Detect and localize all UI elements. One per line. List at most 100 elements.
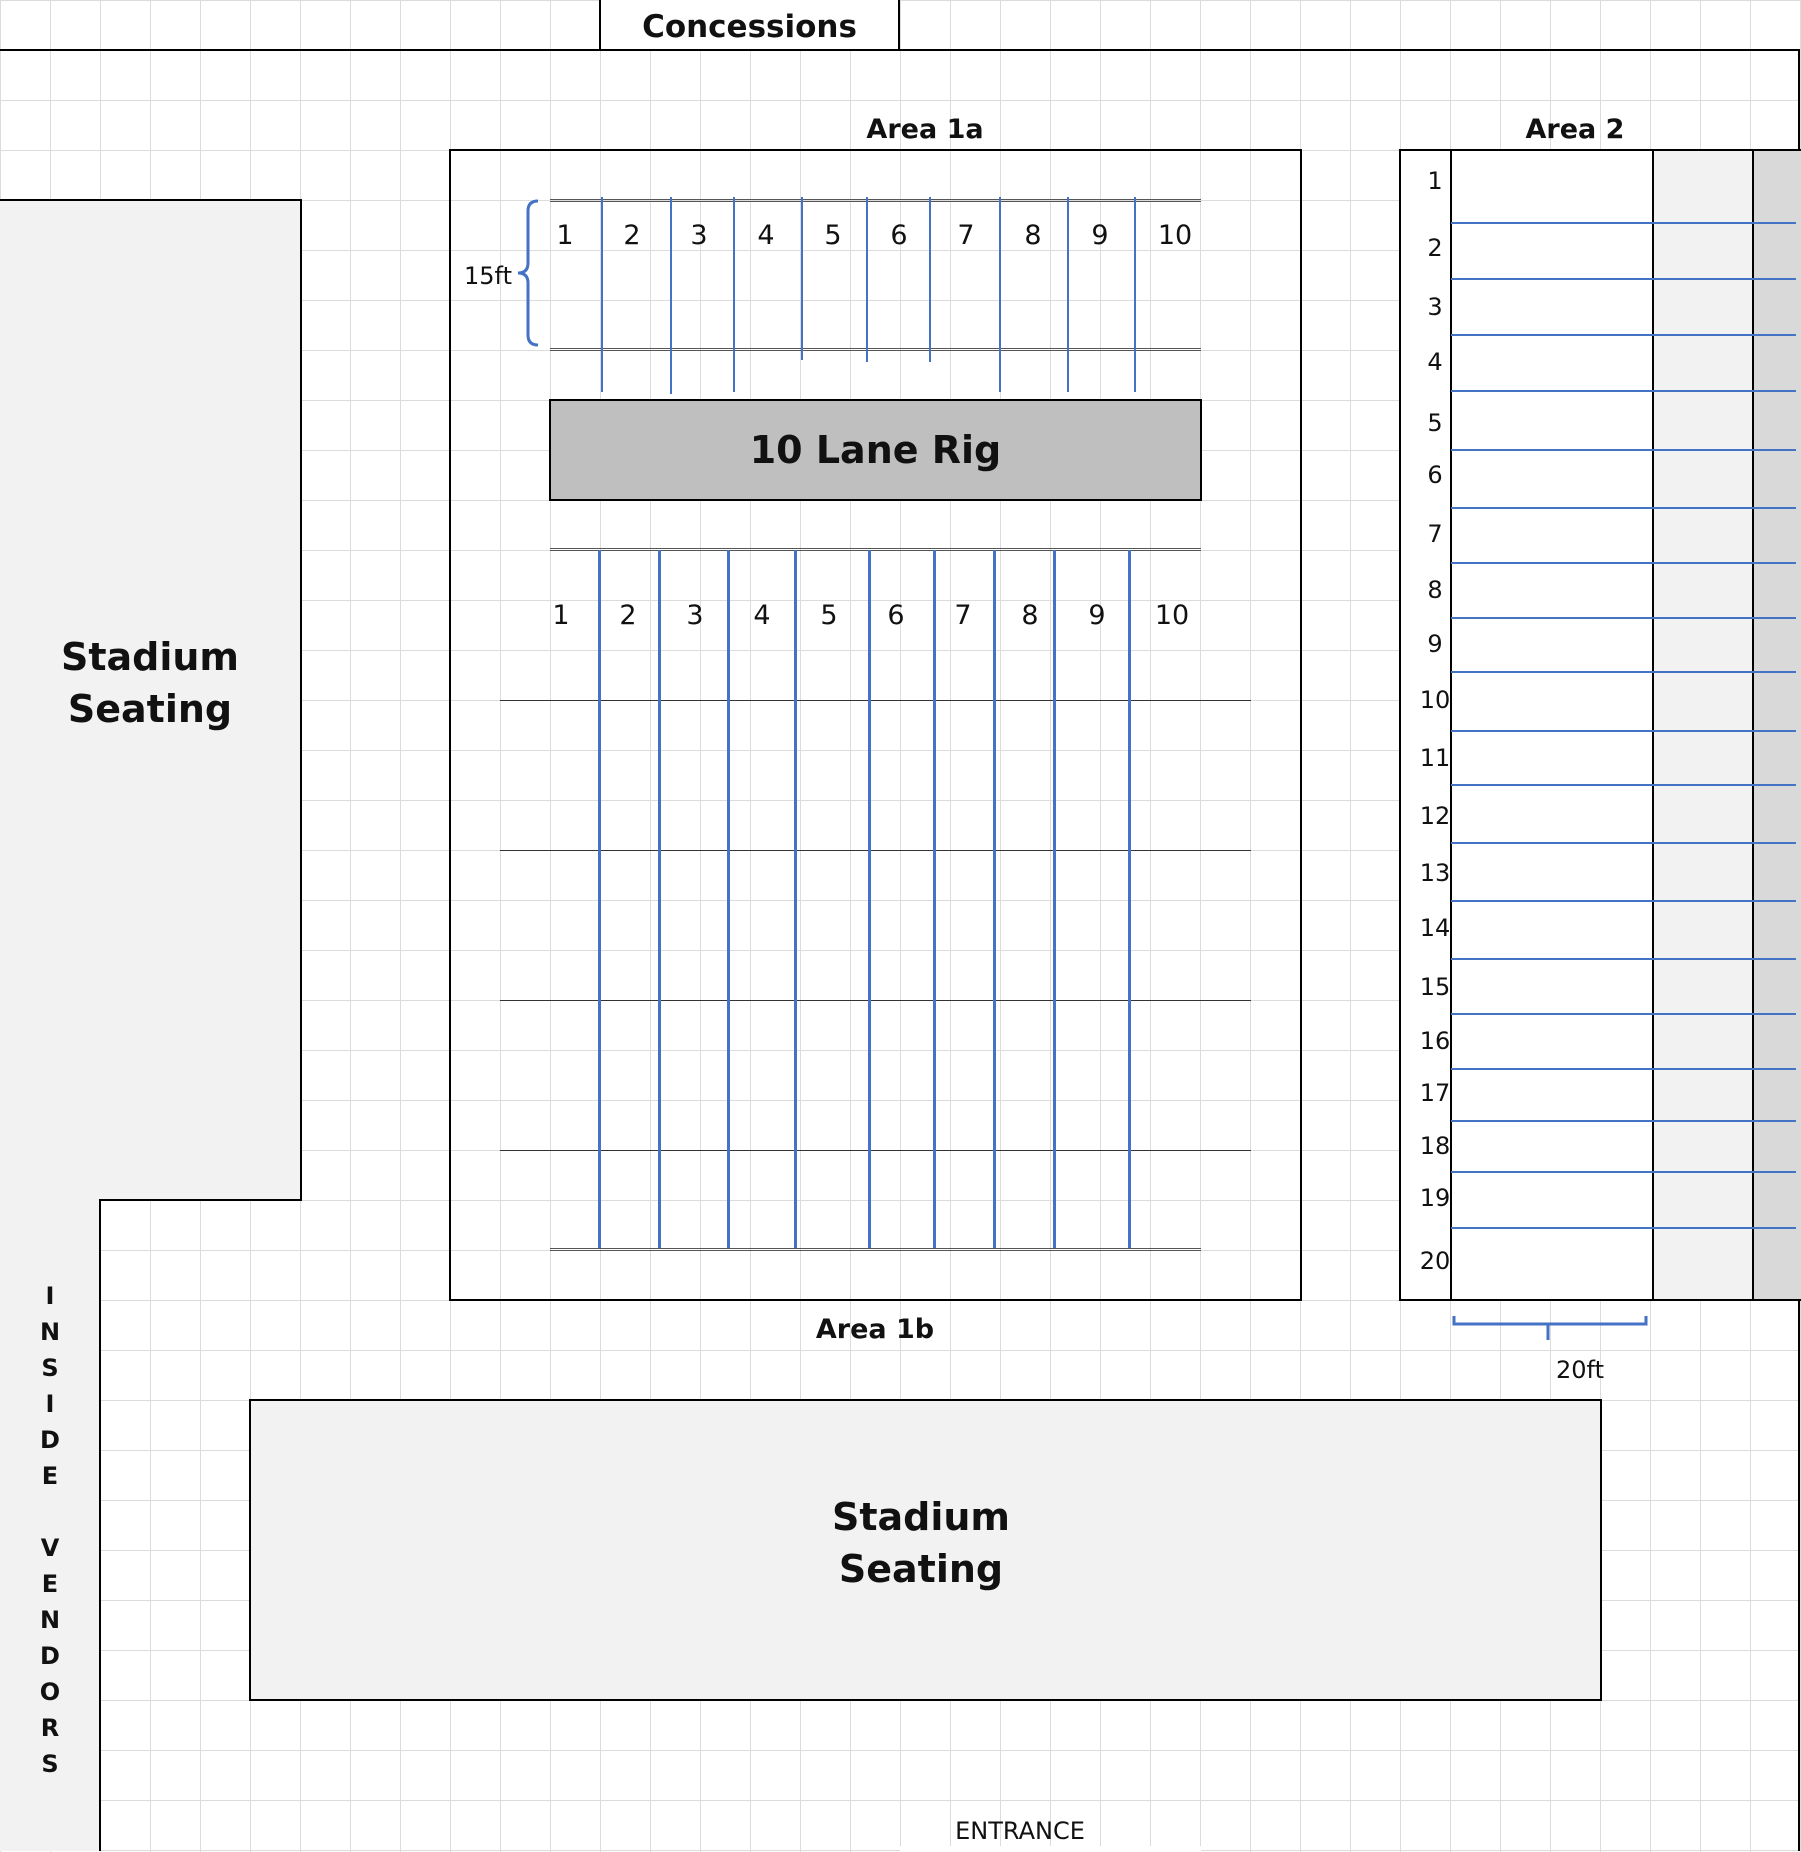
area-2-spot-line [1451,334,1796,336]
area-2-spot-line [1451,1068,1796,1070]
area-2-spot-number: 13 [1419,859,1451,887]
area-2-spot-line [1451,1171,1796,1173]
bottom-row-line [500,850,1251,851]
top-lane-divider [733,197,735,392]
area-2-spot-number: 12 [1419,802,1451,830]
area-2-spot-number: 4 [1427,348,1443,376]
bottom-lane-divider [993,550,996,1248]
area-2-spot-number: 20 [1419,1247,1451,1275]
area-2-spot-number: 15 [1419,973,1451,1001]
vendors-letter: S [41,1750,59,1778]
top-lanes-bottom-line [550,348,1201,351]
stadium-seating-bottom: Stadium Seating [249,1399,1602,1701]
area-2-spot-number: 1 [1427,167,1443,195]
area-1b-label: Area 1b [815,1314,935,1345]
area-2-spot-number: 7 [1427,520,1443,548]
top-lane-divider [1067,197,1069,392]
bottom-lane-divider [1128,550,1131,1248]
vendors-letter: S [41,1354,59,1382]
vendors-letter: I [45,1390,55,1418]
area-2-spot-line [1451,507,1796,509]
top-lanes-top-line [550,199,1201,202]
top-lane-number: 9 [1091,220,1109,251]
area-2-spot-number: 16 [1419,1027,1451,1055]
dim-15ft-label: 15ft [464,262,512,290]
area-2-spot-line [1451,1120,1796,1122]
vendors-letter: R [40,1714,60,1742]
area-2-label: Area 2 [1525,114,1625,145]
area-2-spot-number: 5 [1427,409,1443,437]
area-2-spot-number: 9 [1427,630,1443,658]
vendors-letter: E [41,1570,59,1598]
area-2-spot-line [1451,671,1796,673]
bottom-row-line [500,700,1251,701]
top-lane-divider [1134,197,1136,392]
area-2-spot-number: 6 [1427,461,1443,489]
area-2-spot-line [1451,1227,1796,1229]
area-2-spot-number: 8 [1427,576,1443,604]
top-lane-number: 6 [890,220,908,251]
area-2-spot-line [1451,390,1796,392]
entrance-gap [900,1846,1201,1852]
top-lane-divider [929,197,931,362]
bottom-lane-number: 1 [552,600,570,631]
bottom-lanes-top-line [550,548,1201,551]
area-2-spot-number: 10 [1419,686,1451,714]
area-2-column-light [1652,151,1753,1299]
top-lane-divider [670,197,672,394]
top-lane-divider [601,197,603,392]
bottom-lane-divider [933,550,936,1248]
area-1-box [449,149,1302,1301]
top-lane-number: 7 [957,220,975,251]
top-lane-divider [866,197,868,362]
bottom-lane-number: 4 [753,600,771,631]
bottom-row-line [500,1000,1251,1001]
dim-20ft-label: 20ft [1556,1356,1604,1384]
inside-vendors-strip [0,1199,101,1851]
bottom-lane-number: 6 [887,600,905,631]
area-2-spot-line [1451,222,1796,224]
concessions-label: Concessions [642,9,857,45]
bottom-lane-divider [1053,550,1056,1248]
vendors-letter: O [39,1678,61,1706]
area-2-spot-line [1451,278,1796,280]
area-2-spot-line [1451,449,1796,451]
vendors-letter: E [41,1462,59,1490]
bottom-lane-number: 5 [820,600,838,631]
area-2-spot-number: 19 [1419,1184,1451,1212]
area-2-spot-number: 2 [1427,234,1443,262]
vendors-letter: V [40,1534,60,1562]
area-2-spot-line [1451,842,1796,844]
vendors-letter: D [40,1642,60,1670]
area-2-spot-line [1451,617,1796,619]
top-lane-number: 1 [556,220,574,251]
bottom-row-line [500,1150,1251,1151]
vendors-letter: D [40,1426,60,1454]
area-2-box [1399,149,1801,1301]
area-2-spot-number: 11 [1419,744,1451,772]
concessions-box: Concessions [599,0,900,51]
top-lane-divider [999,197,1001,392]
area-2-spot-line [1451,1013,1796,1015]
bottom-lane-number: 3 [686,600,704,631]
bottom-lane-number: 9 [1088,600,1106,631]
top-lane-number: 2 [623,220,641,251]
area-2-spot-line [1451,784,1796,786]
ten-lane-rig: 10 Lane Rig [549,399,1202,501]
top-lane-number: 4 [757,220,775,251]
bottom-lane-number: 8 [1021,600,1039,631]
top-lane-number: 10 [1157,220,1193,251]
area-2-number-column [1450,151,1452,1299]
vendors-letter: N [39,1318,61,1346]
area-2-spot-line [1451,562,1796,564]
area-1a-label: Area 1a [866,114,984,145]
bottom-lane-divider [794,550,797,1248]
area-2-spot-number: 18 [1419,1132,1451,1160]
brace-15ft-icon [517,199,539,347]
bottom-lane-number: 7 [954,600,972,631]
bottom-lane-number: 2 [619,600,637,631]
entrance-label: ENTRANCE [955,1817,1085,1845]
top-lane-number: 8 [1024,220,1042,251]
area-2-spot-line [1451,900,1796,902]
top-lane-number: 5 [824,220,842,251]
